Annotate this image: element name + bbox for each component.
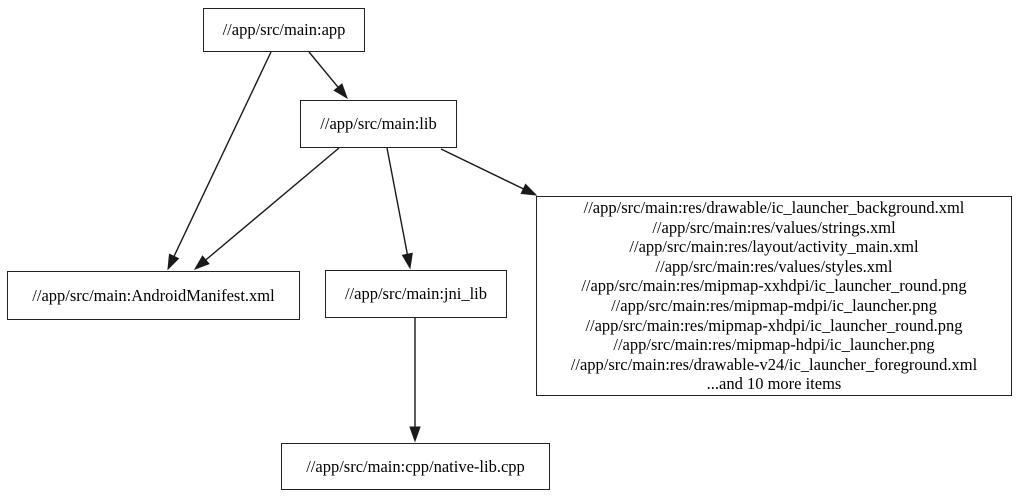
graph-node-app-label: //app/src/main:app (222, 20, 346, 40)
edge-lib-to-res (440, 148, 524, 190)
edge-lib-to-jni_lib (386, 147, 409, 255)
arrowhead-icon-lib-to-manifest (193, 255, 210, 270)
arrowhead-icon-lib-to-jni_lib (401, 252, 413, 270)
graph-node-androidmanifest-label: //app/src/main:AndroidManifest.xml (32, 285, 275, 305)
graph-node-native-lib-cpp-label: //app/src/main:cpp/native-lib.cpp (306, 456, 525, 476)
edge-lib-to-manifest (205, 147, 340, 261)
arrowhead-icon-app-to-lib (333, 83, 348, 100)
arrowhead-icon-jni_lib-to-cpp (409, 426, 421, 443)
graph-node-app: //app/src/main:app (203, 8, 365, 52)
graph-node-jni-lib: //app/src/main:jni_lib (325, 270, 507, 318)
graph-node-native-lib-cpp: //app/src/main:cpp/native-lib.cpp (281, 443, 550, 490)
graph-node-resources-list-label: //app/src/main:res/drawable/ic_launcher_… (570, 198, 978, 394)
graph-node-resources-list: //app/src/main:res/drawable/ic_launcher_… (536, 196, 1012, 396)
graph-node-lib: //app/src/main:lib (300, 100, 457, 148)
graph-node-jni-lib-label: //app/src/main:jni_lib (344, 284, 488, 304)
edge-app-to-manifest (173, 51, 272, 257)
graph-node-androidmanifest: //app/src/main:AndroidManifest.xml (7, 271, 300, 320)
graph-node-lib-label: //app/src/main:lib (320, 114, 437, 134)
arrowhead-icon-app-to-manifest (167, 253, 180, 271)
edge-app-to-lib (308, 51, 339, 88)
arrowhead-icon-lib-to-res (520, 183, 538, 196)
